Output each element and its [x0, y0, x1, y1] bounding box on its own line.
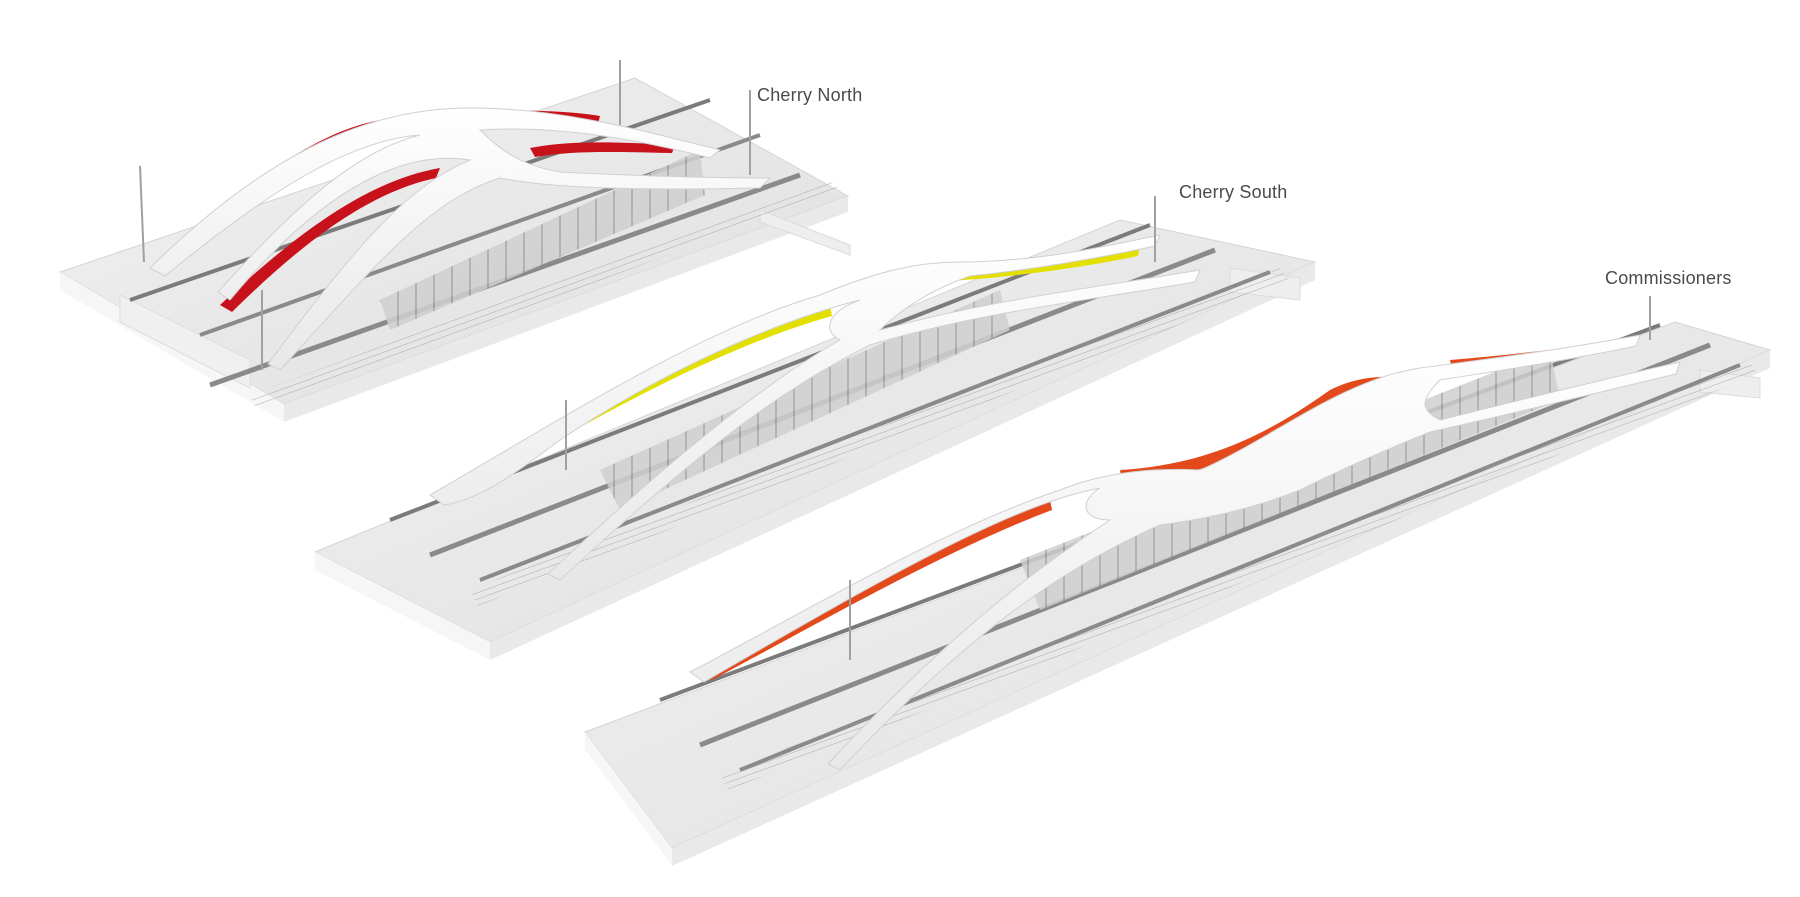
bridge-cherry-south	[313, 196, 1317, 660]
truss	[380, 150, 705, 330]
abutment	[119, 294, 251, 389]
truss	[250, 180, 840, 410]
arch-rib	[530, 142, 675, 157]
arch-body	[689, 334, 1681, 771]
deck-side	[284, 196, 848, 422]
deck-end	[315, 552, 490, 660]
truss	[720, 362, 1758, 790]
bridge-commissioners	[584, 296, 1772, 866]
deck-side	[490, 262, 1315, 660]
bridge-cherry-north	[58, 60, 851, 422]
deck-end	[585, 732, 672, 866]
rail	[699, 342, 1711, 748]
arch-rib	[220, 168, 440, 312]
arch-rib	[700, 500, 1052, 680]
mast	[139, 165, 145, 263]
bridge-label-commissioners: Commissioners	[1605, 268, 1732, 288]
truss	[470, 268, 1290, 606]
arch-body	[429, 234, 1201, 581]
arch-rib	[1120, 375, 1420, 481]
arch-body	[149, 107, 772, 371]
bridge-label-cherry-north: Cherry North	[757, 85, 863, 105]
bridge-label-cherry-south: Cherry South	[1179, 182, 1288, 202]
